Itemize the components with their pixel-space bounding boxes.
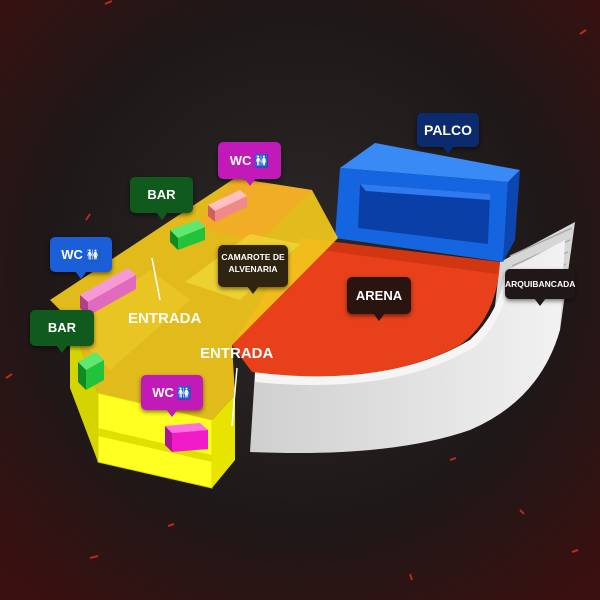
camarote-side-wall: [70, 320, 98, 462]
ember-sparks: [5, 0, 587, 581]
wc-block-bottom[interactable]: [165, 423, 208, 452]
arena-label[interactable]: ARENA: [347, 277, 411, 321]
wc-label-top-text: WC: [229, 153, 252, 168]
bar-block-top[interactable]: [170, 220, 205, 250]
camarote-roof-panel: [196, 178, 312, 243]
camarote-label[interactable]: CAMAROTE DE ALVENARIA: [218, 245, 288, 294]
wc-label-left[interactable]: WC🚻: [50, 237, 112, 279]
arquibancada-label-text: ARQUIBANCADA: [505, 279, 576, 289]
camarote-de-alvenaria[interactable]: [50, 178, 338, 489]
palco-label-text: PALCO: [424, 122, 472, 138]
palco-stage[interactable]: [335, 143, 520, 262]
bar-label-left-text: BAR: [47, 320, 77, 335]
entrada-label-top[interactable]: ENTRADA: [128, 310, 202, 327]
arquibancada-wall: [250, 240, 565, 454]
bar-label-left[interactable]: BAR: [30, 310, 94, 353]
wc-label-bottom-text: WC: [152, 385, 174, 400]
camarote-end-wall: [212, 395, 235, 488]
wc-block-top[interactable]: [208, 190, 247, 222]
palco-label[interactable]: PALCO: [417, 113, 479, 154]
bar-label-top-text: BAR: [147, 187, 176, 202]
wc-label-top[interactable]: WC🚻: [218, 142, 281, 186]
camarote-label-line1: CAMAROTE DE: [221, 252, 285, 262]
restroom-icon: 🚻: [85, 248, 101, 262]
entrada-label-bottom[interactable]: ENTRADA: [200, 345, 274, 362]
arena-label-text: ARENA: [355, 288, 403, 303]
camarote-front-wall-stripe: [98, 428, 212, 462]
restroom-icon: 🚻: [176, 386, 192, 400]
wc-label-left-text: WC: [61, 247, 83, 262]
restroom-icon: 🚻: [254, 154, 270, 168]
camarote-label-line2: ALVENARIA: [228, 264, 278, 274]
camarote-lower-panel: [70, 270, 190, 370]
arquibancada-label[interactable]: ARQUIBANCADA: [505, 269, 576, 306]
wc-label-bottom[interactable]: WC🚻: [141, 375, 203, 417]
bar-block-left[interactable]: [78, 352, 104, 390]
entrada-pointer-bottom: [231, 367, 238, 427]
arquibancada-rim: [255, 268, 512, 386]
entrada-pointer-top: [151, 257, 161, 301]
bar-label-top[interactable]: BAR: [130, 177, 193, 220]
